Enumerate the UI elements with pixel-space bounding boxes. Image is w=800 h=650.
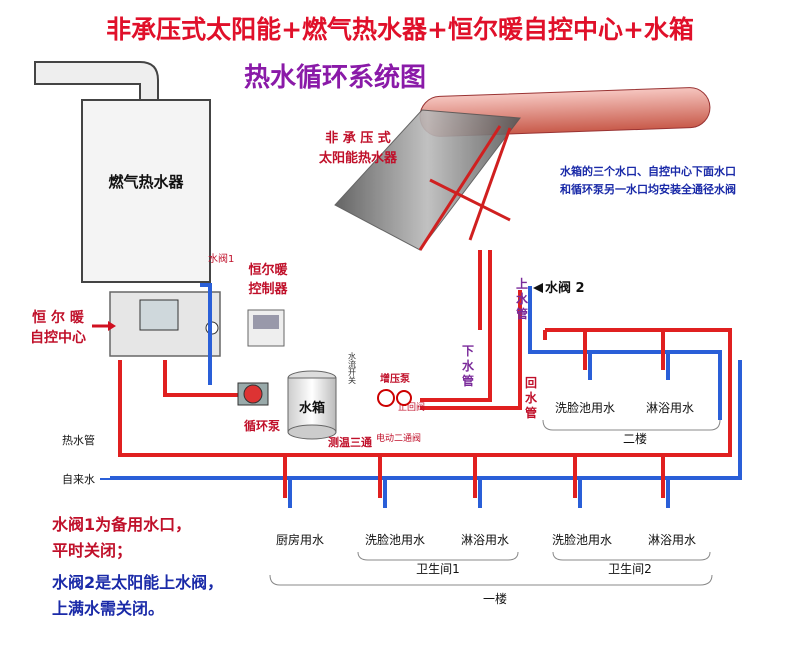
svg-text:上: 上 (516, 276, 528, 291)
svg-text:管: 管 (516, 306, 528, 321)
svg-text:回: 回 (525, 376, 537, 390)
elec-valve-label: 电动二通阀 (376, 432, 421, 444)
note-line-4: 上满水需关闭。 (52, 599, 164, 618)
bathroom2-label: 卫生间2 (608, 562, 652, 576)
first-floor-fixture-4: 洗脸池用水 (552, 533, 612, 547)
note-line-3: 水阀2是太阳能上水阀， (52, 573, 223, 592)
svg-text:水: 水 (516, 291, 529, 306)
second-floor-fixture-1: 洗脸池用水 (555, 401, 615, 415)
cold-water-pipes (110, 283, 742, 508)
second-floor-fixture-2: 淋浴用水 (646, 401, 694, 415)
svg-text:水: 水 (525, 390, 538, 405)
cold-pipe-label: 自来水 (62, 473, 95, 486)
first-floor-fixture-1: 厨房用水 (276, 532, 324, 547)
bathroom1-label: 卫生间1 (416, 562, 460, 576)
svg-text:管: 管 (462, 373, 474, 388)
svg-text:管: 管 (525, 405, 537, 420)
valve2-arrow-icon (533, 283, 543, 293)
solar-label-1: 非 承 压 式 (325, 130, 391, 146)
svg-text:下: 下 (462, 344, 474, 358)
mix-valve-label: 测温三通 (328, 435, 372, 449)
controller-label-1: 恒尔暖 (248, 262, 288, 278)
page-title: 非承压式太阳能+燃气热水器+恒尔暖自控中心+水箱 (106, 15, 694, 44)
controller-label-2: 控制器 (248, 281, 288, 297)
gas-heater: 燃气热水器 (34, 61, 211, 283)
check-valve-icon (396, 390, 412, 406)
solar-heater (334, 87, 711, 251)
top-note-line-2: 和循环泵另一水口均安装全通径水阀 (560, 182, 736, 196)
gas-heater-label: 燃气热水器 (108, 173, 184, 191)
flow-switch-label: 水流开关 (348, 351, 357, 385)
circ-pump-label: 循环泵 (244, 418, 280, 433)
control-center (109, 291, 221, 357)
second-floor-label: 二楼 (623, 431, 647, 446)
controller-device (247, 309, 285, 347)
circulation-pump (237, 382, 269, 406)
first-floor-label: 一楼 (483, 591, 507, 606)
hot-water-pipes (118, 250, 732, 498)
page-subtitle: 热水循环系统图 (244, 62, 426, 93)
top-note-line-1: 水箱的三个水口、自控中心下面水口 (560, 164, 736, 178)
first-floor-fixture-2: 洗脸池用水 (365, 533, 425, 547)
note-line-2: 平时关闭； (52, 541, 132, 560)
booster-pump-icon (377, 389, 395, 407)
valve1-label: 水阀1 (208, 252, 234, 265)
control-center-label-2: 自控中心 (30, 329, 86, 346)
tank-label: 水箱 (299, 400, 325, 416)
first-floor-fixture-3: 淋浴用水 (461, 533, 509, 547)
down-pipe-label: 下 水 管 (462, 344, 475, 388)
up-pipe-label: 上 水 管 (516, 276, 529, 321)
water-tank (287, 370, 337, 440)
hot-pipe-label: 热水管 (62, 433, 95, 447)
control-center-label-1: 恒 尔 暖 (32, 309, 85, 326)
valve2-label: 水阀 2 (545, 280, 585, 296)
svg-text:水: 水 (462, 358, 475, 373)
note-line-1: 水阀1为备用水口， (52, 515, 191, 534)
solar-label-2: 太阳能热水器 (318, 150, 398, 166)
return-pipe-label: 回 水 管 (525, 376, 538, 420)
booster-pump-label: 增压泵 (380, 372, 411, 385)
first-floor-fixture-5: 淋浴用水 (648, 533, 696, 547)
